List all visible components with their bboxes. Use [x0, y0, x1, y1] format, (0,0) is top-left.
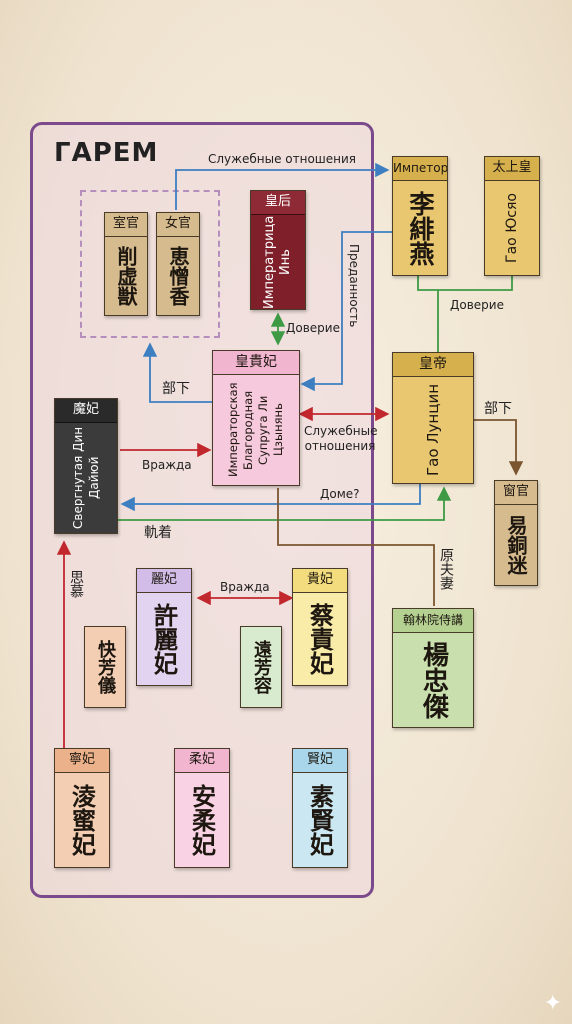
edge-attachment [118, 486, 452, 521]
card-name: Императрица Инь [262, 215, 293, 309]
card-name: 許麗妃 [149, 603, 179, 675]
label-subordinate-left: 部下 [162, 381, 190, 397]
card-name: 恵憎香 [166, 246, 190, 306]
card-name: 素賢妃 [305, 784, 335, 856]
card-guifei2[interactable]: 貴妃 蔡責妃 [292, 568, 348, 686]
card-name: 安柔妃 [187, 784, 217, 856]
card-title: 窗官 [495, 481, 537, 505]
edge-home [120, 484, 421, 512]
card-title: 室官 [105, 213, 147, 237]
card-name: 淩蜜妃 [67, 784, 97, 856]
edge-subordinate-left [142, 342, 214, 403]
label-enmity-mid: Вражда [220, 580, 270, 594]
card-title: 皇貴妃 [213, 351, 299, 375]
edge-subordinate-right [474, 419, 524, 476]
card-name: 楊忠傑 [418, 641, 449, 719]
card-name: Императорская Благородная Супруга Ли Цзы… [226, 382, 285, 478]
card-name: 易銅迷 [504, 515, 528, 575]
card-title: 翰林院侍講 [393, 609, 473, 633]
card-kuai[interactable]: 快芳儀 [84, 626, 126, 708]
label-trust-top: Доверие [450, 298, 504, 312]
card-huanghou[interactable]: 皇后 Императрица Инь [250, 190, 306, 310]
card-title: 麗妃 [137, 569, 191, 593]
card-name: Свергнутая Дин Дайюй [71, 426, 101, 530]
card-name: 快芳儀 [95, 640, 116, 694]
card-emperor-prev[interactable]: Импетор 李緋燕 [392, 156, 448, 276]
sparkle-icon: ✦ [543, 991, 562, 1016]
card-shiguan[interactable]: 室官 削虚獣 [104, 212, 148, 316]
card-title: 皇后 [251, 191, 305, 215]
card-title: 魔妃 [55, 399, 117, 423]
card-name: 蔡責妃 [305, 603, 335, 675]
card-guifei-main[interactable]: 皇貴妃 Императорская Благородная Супруга Ли… [212, 350, 300, 486]
label-trust-left: Доверие [286, 321, 340, 335]
label-loyalty: Преданность [347, 244, 361, 328]
card-name: Гао Юсяо [504, 193, 520, 263]
card-title: 賢妃 [293, 749, 347, 773]
card-xianfei[interactable]: 賢妃 素賢妃 [292, 748, 348, 868]
card-title: 女官 [157, 213, 199, 237]
card-name: 削虚獣 [114, 246, 138, 306]
harem-title: ГАРЕМ [54, 138, 159, 168]
card-chuangguan[interactable]: 窗官 易銅迷 [494, 480, 538, 586]
card-lifei[interactable]: 麗妃 許麗妃 [136, 568, 192, 686]
label-service-top: Служебные отношения [208, 152, 357, 166]
card-title: 貴妃 [293, 569, 347, 593]
card-emperor[interactable]: 皇帝 Гао Лунцин [392, 352, 474, 484]
card-mofei[interactable]: 魔妃 Свергнутая Дин Дайюй [54, 398, 118, 534]
card-title: Импетор [393, 157, 447, 181]
label-service-mid: Служебные отношения [304, 424, 378, 453]
label-enmity-left: Вражда [142, 458, 192, 472]
card-name: 李緋燕 [406, 190, 435, 266]
card-title: 寧妃 [55, 749, 109, 773]
edge-loyalty [300, 231, 392, 392]
label-attachment: 軌着 [144, 525, 172, 541]
card-yuan[interactable]: 遠芳容 [240, 626, 282, 708]
edge-ex-husband [277, 488, 435, 606]
card-title: 太上皇 [485, 157, 539, 181]
label-home: Доме? [320, 487, 360, 501]
card-hanlin[interactable]: 翰林院侍講 楊忠傑 [392, 608, 474, 728]
card-title: 柔妃 [175, 749, 229, 773]
card-name: 遠芳容 [251, 640, 272, 694]
card-roufei[interactable]: 柔妃 安柔妃 [174, 748, 230, 868]
label-ex-husband: 原夫妻 [438, 548, 454, 590]
label-admiration: 思慕 [68, 570, 84, 598]
card-taishang[interactable]: 太上皇 Гао Юсяо [484, 156, 540, 276]
card-ningfei[interactable]: 寧妃 淩蜜妃 [54, 748, 110, 868]
edge-service-top [175, 162, 390, 210]
card-title: 皇帝 [393, 353, 473, 377]
edge-trust-top [417, 276, 513, 352]
card-nvguan[interactable]: 女官 恵憎香 [156, 212, 200, 316]
card-name: Гао Лунцин [424, 383, 442, 476]
officials-group [80, 190, 220, 338]
label-subordinate-right: 部下 [484, 401, 512, 417]
